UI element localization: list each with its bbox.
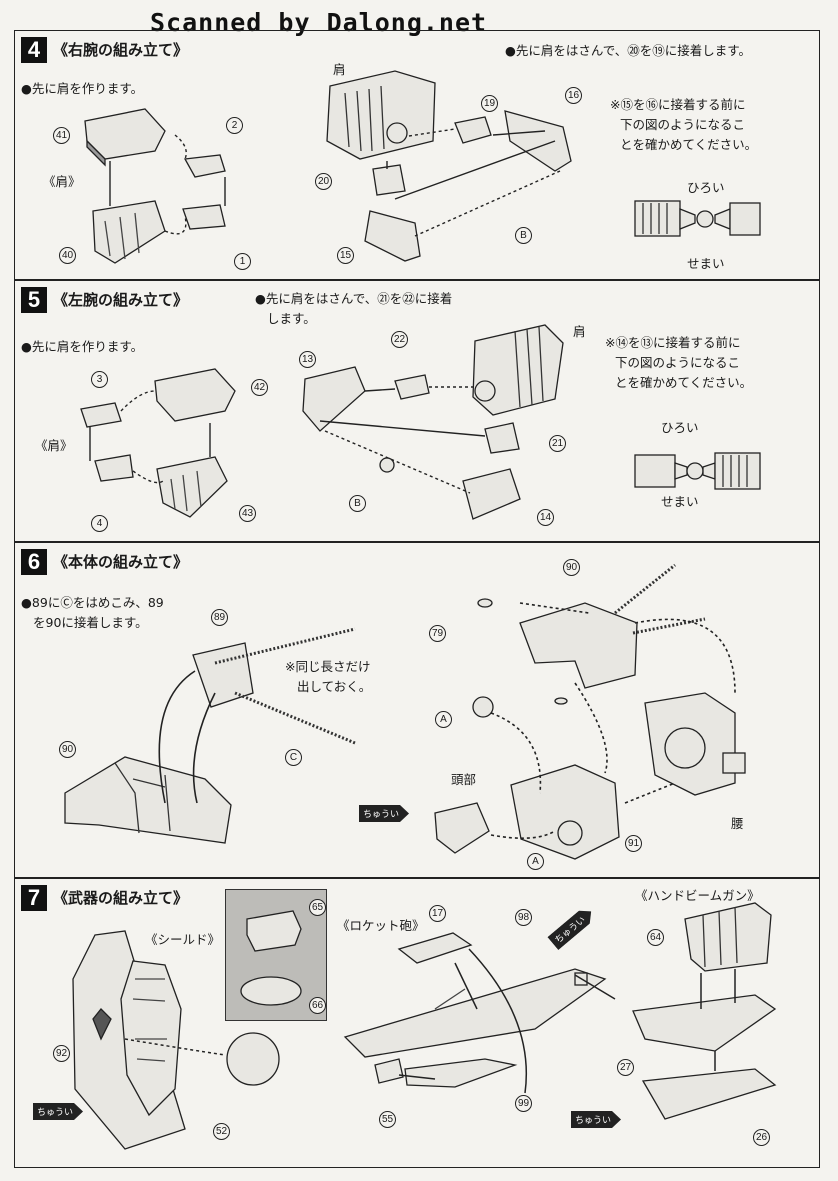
step-number: 7: [21, 885, 47, 911]
step-number: 6: [21, 549, 47, 575]
part-21: 21: [549, 435, 566, 452]
kata-label: 肩: [573, 324, 586, 339]
step-title: 《本体の組み立て》: [53, 553, 189, 571]
step-title: 《武器の組み立て》: [53, 889, 189, 907]
note-left-2: を90に接着します。: [33, 615, 148, 630]
narrow-label: せまい: [661, 494, 699, 509]
part-A-top: A: [435, 711, 452, 728]
part-41: 41: [53, 127, 70, 144]
part-B: B: [515, 227, 532, 244]
part-13: 13: [299, 351, 316, 368]
kata-label: 肩: [333, 62, 346, 77]
part-92: 92: [53, 1045, 70, 1062]
check-note-3: とを確かめてください。: [620, 137, 758, 152]
part-14: 14: [537, 509, 554, 526]
part-52: 52: [213, 1123, 230, 1140]
note-left: ●先に肩を作ります。: [21, 339, 144, 354]
step-6-section: 6 《本体の組み立て》 ●89にⒸをはめこみ、89 を90に接着します。 ※同じ…: [14, 542, 820, 878]
step-7-illustration: [72, 902, 777, 1150]
shoulder-label: 《肩》: [35, 438, 73, 453]
part-40: 40: [59, 247, 76, 264]
note-top: ●先に肩をはさんで、⑳を⑲に接着します。: [505, 43, 752, 58]
check-note-1: ※⑮を⑯に接着する前に: [610, 97, 746, 112]
beam-gun-label: 《ハンドビームガン》: [635, 888, 760, 903]
step-number: 5: [21, 287, 47, 313]
step-5-section: 5 《左腕の組み立て》 ●先に肩を作ります。 ●先に肩をはさんで、㉑を㉒に接着 …: [14, 280, 820, 542]
same-length-note-1: ※同じ長さだけ: [285, 659, 371, 674]
step-7-section: 7 《武器の組み立て》 《シールド》 《ロケット砲》 《ハンドビームガン》 ちゅ…: [14, 878, 820, 1168]
part-66: 66: [309, 997, 326, 1014]
part-1: 1: [234, 253, 251, 270]
part-3: 3: [91, 371, 108, 388]
step-4-section: 4 《右腕の組み立て》 ●先に肩を作ります。 ●先に肩をはさんで、⑳を⑲に接着し…: [14, 30, 820, 280]
waist-label: 腰: [731, 816, 744, 831]
same-length-note-2: 出しておく。: [297, 679, 372, 694]
step-4-illustration: [84, 70, 761, 264]
part-22: 22: [391, 331, 408, 348]
part-99: 99: [515, 1095, 532, 1112]
part-55: 55: [379, 1111, 396, 1128]
part-16: 16: [565, 87, 582, 104]
note-left-1: ●89にⒸをはめこみ、89: [21, 595, 164, 610]
check-note-3: とを確かめてください。: [615, 375, 753, 390]
head-label: 頭部: [451, 772, 477, 787]
part-20: 20: [315, 173, 332, 190]
part-79: 79: [429, 625, 446, 642]
part-90-torso: 90: [563, 559, 580, 576]
caution-arrow: ちゅうい: [359, 805, 410, 822]
part-43: 43: [239, 505, 256, 522]
part-65: 65: [309, 899, 326, 916]
part-26: 26: [753, 1129, 770, 1146]
watermark: Scanned by Dalong.net: [150, 8, 488, 37]
part-64: 64: [647, 929, 664, 946]
part-89: 89: [211, 609, 228, 626]
rocket-label: 《ロケット砲》: [337, 918, 425, 933]
caution-arrow: ちゅうい: [571, 1111, 622, 1128]
part-19: 19: [481, 95, 498, 112]
note-top-1: ●先に肩をはさんで、㉑を㉒に接着: [255, 291, 453, 306]
part-C: C: [285, 749, 302, 766]
caution-arrow: ちゅうい: [33, 1103, 84, 1120]
step-5-illustration: [80, 324, 761, 520]
step-6-illustration: [64, 563, 746, 860]
shoulder-label: 《肩》: [43, 174, 81, 189]
wide-label: ひろい: [687, 180, 725, 195]
part-2: 2: [226, 117, 243, 134]
check-note-2: 下の図のようになるこ: [615, 355, 741, 370]
part-15: 15: [337, 247, 354, 264]
part-B: B: [349, 495, 366, 512]
check-note-2: 下の図のようになるこ: [620, 117, 746, 132]
part-27: 27: [617, 1059, 634, 1076]
part-A-bottom: A: [527, 853, 544, 870]
shield-label: 《シールド》: [145, 932, 221, 947]
note-top-2: します。: [267, 311, 316, 326]
part-98: 98: [515, 909, 532, 926]
step-title: 《左腕の組み立て》: [53, 291, 189, 309]
wide-label: ひろい: [661, 420, 699, 435]
part-42: 42: [251, 379, 268, 396]
part-17: 17: [429, 905, 446, 922]
part-90-body: 90: [59, 741, 76, 758]
step-title: 《右腕の組み立て》: [53, 41, 189, 59]
part-91: 91: [625, 835, 642, 852]
narrow-label: せまい: [687, 256, 725, 271]
note-left: ●先に肩を作ります。: [21, 81, 144, 96]
step-number: 4: [21, 37, 47, 63]
part-4: 4: [91, 515, 108, 532]
check-note-1: ※⑭を⑬に接着する前に: [605, 335, 741, 350]
